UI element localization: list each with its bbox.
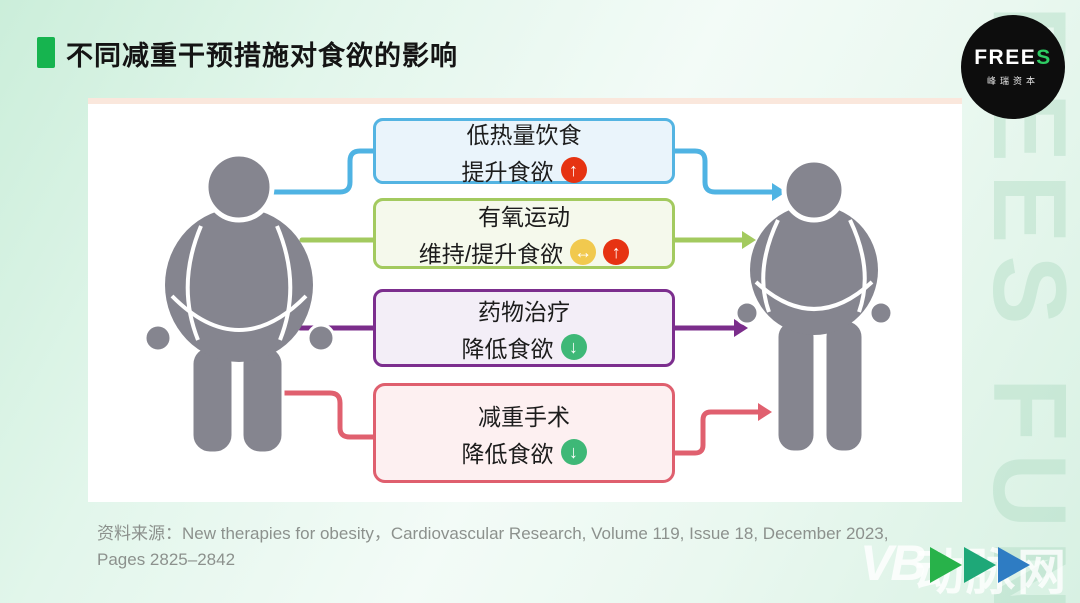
down-arrow-icon: ↓ — [560, 438, 587, 465]
source-line1: 资料来源：New therapies for obesity，Cardiovas… — [97, 524, 889, 543]
frees-logo: FREES 峰瑞资本 — [961, 15, 1065, 119]
box-line1: 减重手术 — [478, 403, 570, 430]
source-line2: Pages 2825–2842 — [97, 550, 236, 569]
down-arrow-icon: ↓ — [560, 333, 587, 360]
diagram-card: 低热量饮食 提升食欲 ↑ 有氧运动 维持/提升食欲 ↔ ↑ 药物治疗 降低食欲 … — [88, 98, 962, 502]
vb-logo-watermark: VB — [860, 535, 926, 591]
box-line1: 低热量饮食 — [466, 121, 582, 148]
box-line2: 降低食欲 ↓ — [462, 435, 587, 469]
box-line2-text: 降低食欲 — [461, 335, 554, 362]
up-arrow-icon: ↑ — [603, 239, 630, 265]
obese-person-figure — [143, 151, 336, 455]
box-line2: 维持/提升食欲 ↔ ↑ — [418, 235, 630, 269]
box-line2-text: 提升食欲 — [461, 158, 554, 185]
right-connectors — [672, 148, 777, 456]
intervention-box-bariatric-surgery: 减重手术 降低食欲 ↓ — [373, 383, 675, 483]
box-line2: 提升食欲 ↑ — [462, 153, 587, 187]
box-line1: 药物治疗 — [478, 298, 570, 325]
frees-logo-subtext: 峰瑞资本 — [986, 76, 1039, 86]
diagram-graphics — [143, 148, 894, 456]
frees-logo-text: FREES — [974, 47, 1052, 68]
box-line2: 降低食欲 ↓ — [462, 330, 587, 364]
frees-logo-main: FREE — [974, 46, 1037, 69]
up-arrow-icon: ↑ — [560, 156, 587, 183]
page-title: 不同减重干预措施对食欲的影响 — [66, 41, 458, 71]
box-line2-text: 降低食欲 — [461, 440, 554, 467]
card-top-accent — [88, 98, 962, 104]
box-line2-text: 维持/提升食欲 — [418, 241, 564, 267]
source-citation: 资料来源：New therapies for obesity，Cardiovas… — [97, 521, 917, 573]
box-line1: 有氧运动 — [478, 204, 570, 230]
frees-logo-accent: S — [1036, 46, 1052, 69]
slim-person-figure — [734, 157, 894, 454]
left-right-arrow-icon: ↔ — [570, 239, 597, 265]
intervention-box-drug-therapy: 药物治疗 降低食欲 ↓ — [373, 289, 675, 367]
arrowheads — [734, 183, 786, 421]
title-bullet — [37, 37, 55, 68]
intervention-box-aerobic-exercise: 有氧运动 维持/提升食欲 ↔ ↑ — [373, 198, 675, 269]
play-triangles-icon — [930, 547, 1030, 583]
intervention-box-low-calorie-diet: 低热量饮食 提升食欲 ↑ — [373, 118, 675, 187]
